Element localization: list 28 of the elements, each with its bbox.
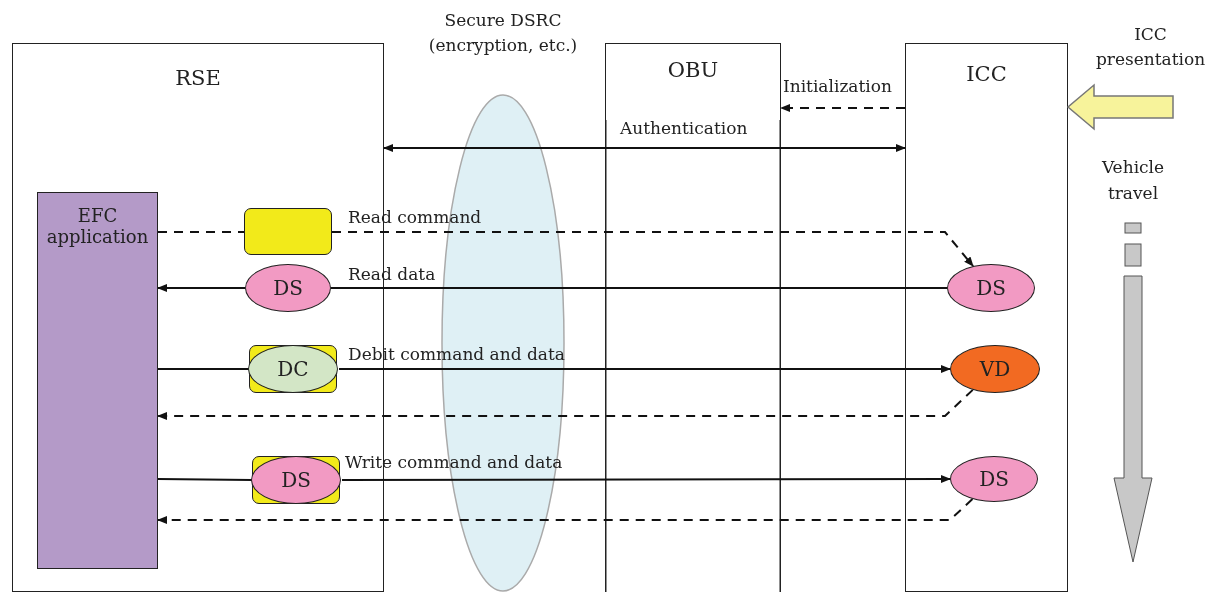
arrow <box>338 365 951 373</box>
unit-box <box>905 43 1068 592</box>
arrow <box>157 498 974 524</box>
box-title: OBU <box>666 58 720 82</box>
arrow <box>331 231 974 268</box>
block-arrow <box>1066 83 1174 131</box>
data-ellipse: DS <box>947 264 1035 312</box>
arrow <box>157 284 246 292</box>
arrow <box>383 144 906 152</box>
token-box <box>244 208 332 255</box>
arrow <box>341 475 951 483</box>
box-title: RSE <box>174 66 222 90</box>
box-title: EFC application <box>45 205 150 247</box>
data-ellipse: DS <box>251 456 341 504</box>
edge-label: ICC presentation <box>1094 23 1207 71</box>
arrow <box>157 388 974 420</box>
data-ellipse: DC <box>248 345 338 393</box>
application-box <box>37 192 158 569</box>
direction-label: Vehicle travel <box>1100 156 1166 205</box>
data-ellipse: VD <box>950 345 1040 393</box>
data-ellipse: DS <box>245 264 331 312</box>
edge-label: Authentication <box>620 118 748 138</box>
unit-header <box>605 43 781 120</box>
arrow <box>780 104 906 112</box>
edge-label: Initialization <box>783 76 892 96</box>
box-title: ICC <box>965 62 1008 86</box>
data-ellipse: DS <box>950 456 1038 502</box>
zone-title: Secure DSRC (encryption, etc.) <box>427 9 579 57</box>
